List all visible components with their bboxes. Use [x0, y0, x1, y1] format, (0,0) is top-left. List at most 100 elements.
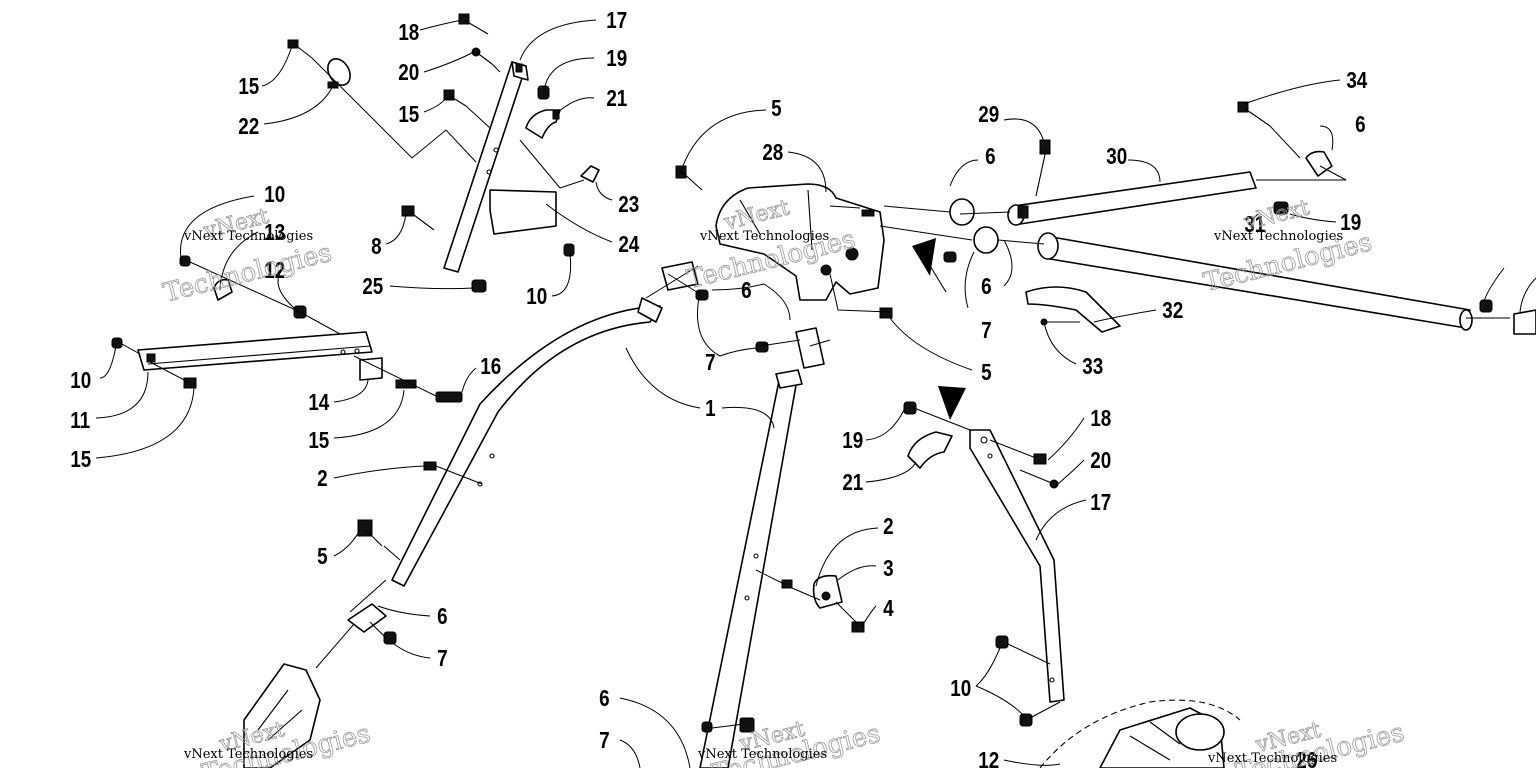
steering-post-1	[391, 297, 663, 587]
direction-arrow-lower	[938, 386, 966, 420]
svg-text:Technologies: Technologies	[160, 238, 334, 309]
callout-34: 34	[1346, 68, 1367, 93]
callout-17-top: 17	[606, 8, 627, 33]
handlebar-upper-30	[949, 171, 1257, 254]
chassis-fragment	[1039, 699, 1241, 768]
callout-10-top: 10	[526, 284, 547, 309]
callout-6-far-right: 6	[1355, 112, 1365, 137]
callout-10-lower: 10	[950, 676, 971, 701]
watermark-caption-bottom-right: vNext Technologies	[1207, 751, 1337, 766]
callout-21-top: 21	[606, 86, 627, 111]
callout-20-lower: 20	[1090, 448, 1111, 473]
callout-10-left: 10	[70, 368, 91, 393]
nut-7-bottom	[701, 721, 713, 733]
assembly-lines	[121, 57, 1510, 729]
callout-2-right: 2	[883, 514, 893, 539]
bolt-15-mid	[183, 377, 197, 389]
callout-15-topmid: 15	[398, 102, 419, 127]
watermark-bottom-center: vNext Technologies	[709, 716, 884, 768]
nut-7-lower	[383, 631, 397, 645]
clamp-13	[213, 278, 233, 301]
nut-19-top	[537, 85, 550, 100]
linkage-lower-left	[243, 663, 321, 768]
watermark-caption-bottom-center: vNext Technologies	[697, 747, 827, 762]
pin-2-lower	[781, 579, 793, 589]
pin-33	[1040, 318, 1080, 326]
callout-25: 25	[362, 274, 383, 299]
direction-arrow-upper	[912, 238, 947, 293]
callout-3: 3	[883, 556, 893, 581]
callout-12-bottom: 12	[978, 748, 999, 768]
watermark-caption-top-left: vNext Technologies	[183, 229, 313, 244]
nut-10-top	[563, 243, 575, 257]
callout-15-mid: 15	[308, 428, 329, 453]
nut-25	[471, 279, 487, 293]
clip-6-lower	[347, 603, 387, 633]
nut-19-right	[1273, 201, 1289, 215]
callout-6-upper-right: 6	[985, 144, 995, 169]
callout-31: 31	[1244, 212, 1265, 237]
bolt-15-top	[443, 89, 467, 107]
nut-7-right	[943, 251, 957, 263]
callout-6-mid-right: 6	[981, 274, 991, 299]
callout-labels: 18 17 20 19 15 2 2 15 21 23 24 8 25 10 10…	[70, 8, 1367, 768]
nut-10-lower-a	[995, 635, 1009, 649]
callout-11: 11	[70, 408, 90, 433]
grip-end-right	[1479, 299, 1536, 335]
handlebar-lower	[1037, 232, 1473, 331]
callout-7-right: 7	[981, 318, 991, 343]
bolt-20-lower	[1019, 469, 1059, 489]
callout-8: 8	[371, 234, 382, 259]
nut-10-lower-b	[1019, 713, 1033, 727]
bolt-16	[435, 391, 463, 403]
bolt-20-top	[471, 47, 493, 65]
callout-19-lower: 19	[842, 428, 863, 453]
callout-6-bottom: 6	[599, 686, 609, 711]
watermark-caption-center: vNext Technologies	[699, 229, 829, 244]
support-bracket-upper	[443, 61, 557, 273]
callout-13: 13	[264, 220, 285, 245]
clamp-21-lower	[907, 431, 953, 469]
callout-32: 32	[1162, 298, 1183, 323]
callout-17-lower: 17	[1090, 490, 1111, 515]
callout-5-side: 5	[981, 360, 992, 385]
bolt-18-lower	[1033, 453, 1047, 465]
clip-14	[359, 357, 383, 381]
bolt-5-top	[675, 165, 703, 191]
callout-33: 33	[1082, 354, 1103, 379]
clip-32	[1025, 286, 1121, 333]
bushing-1-top	[795, 327, 825, 369]
callout-28: 28	[762, 140, 783, 165]
callout-leaders	[95, 19, 1536, 768]
callout-18-lower: 18	[1090, 406, 1111, 431]
callout-18-top: 18	[398, 20, 419, 45]
callout-21-lower: 21	[842, 470, 863, 495]
callout-30: 30	[1106, 144, 1127, 169]
callout-5-lower: 5	[317, 544, 328, 569]
nut-10-left-top	[179, 255, 191, 267]
clip-6-right	[1305, 150, 1333, 177]
bolt-15-left	[287, 39, 313, 59]
callout-10-left-top: 10	[264, 182, 285, 207]
callout-7-center: 7	[705, 350, 715, 375]
callout-20-top: 20	[398, 60, 419, 85]
callout-2-left: 2	[317, 466, 327, 491]
callout-7-bottom: 7	[599, 728, 609, 753]
bolt-29	[1035, 139, 1051, 197]
callout-15-topleft: 15	[238, 74, 259, 99]
bolt-8	[401, 205, 435, 231]
watermark-caption-bottom-left: vNext Technologies	[183, 747, 313, 762]
clamp-22	[327, 58, 351, 89]
callout-6-lower: 6	[437, 604, 447, 629]
callout-24: 24	[618, 232, 639, 257]
callout-23: 23	[618, 192, 639, 217]
steering-post-lower	[699, 369, 803, 768]
cross-member-11	[137, 331, 373, 371]
callout-26: 26	[1296, 748, 1317, 768]
callout-19-right: 19	[1340, 210, 1361, 235]
nut-19-lower	[903, 401, 917, 415]
callout-4: 4	[883, 596, 894, 621]
bolt-15-lower	[395, 379, 417, 389]
callout-12-left: 12	[264, 258, 285, 283]
